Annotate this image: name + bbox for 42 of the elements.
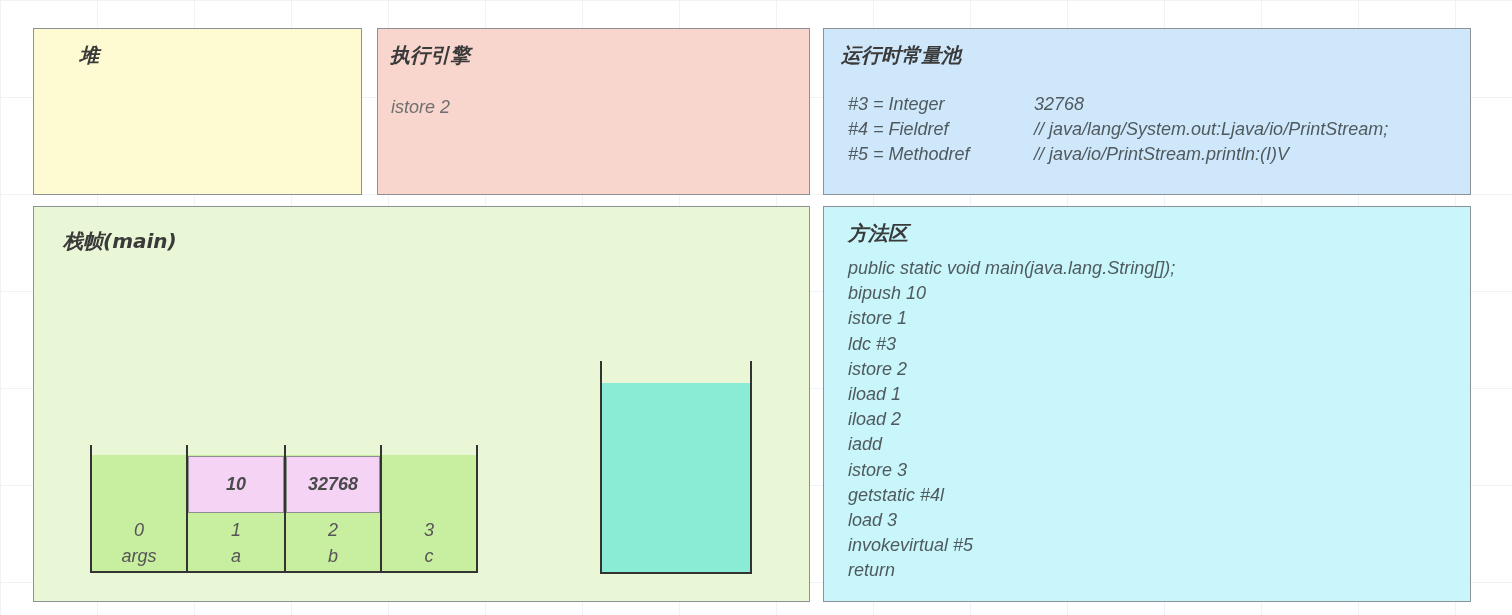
- method-area-panel: [823, 206, 1471, 602]
- local-variable-slot: [284, 445, 380, 573]
- bytecode-instruction: iload 1: [848, 383, 902, 406]
- slot-index: 2: [328, 519, 338, 541]
- constant-pool-value: 32768: [1034, 93, 1085, 116]
- stored-value: 10: [188, 456, 284, 513]
- bytecode-instruction: return: [848, 559, 896, 583]
- bytecode-instruction: iadd: [848, 433, 883, 457]
- bytecode-instruction: istore 3: [848, 458, 908, 482]
- stored-value: 32768: [286, 456, 380, 513]
- bytecode-instruction: bipush 10: [848, 282, 927, 306]
- operand-stack: [600, 361, 752, 574]
- execution-engine-panel: [377, 28, 810, 195]
- bytecode-instruction: public static void main(java.lang.String[]);: [848, 257, 1176, 280]
- variable-name: args: [121, 545, 157, 567]
- current-instruction: istore 2: [391, 96, 451, 119]
- constant-pool-entry: #4 = Fieldref: [848, 118, 949, 141]
- variable-name: a: [231, 545, 241, 567]
- local-variable-slot: [380, 445, 478, 573]
- variable-name: b: [328, 545, 338, 567]
- bytecode-instruction: istore 2: [848, 357, 908, 381]
- bytecode-instruction: load 3: [848, 509, 898, 532]
- variable-name: c: [424, 545, 434, 567]
- slot-index: 1: [231, 519, 241, 541]
- bytecode-instruction: ldc #3: [848, 332, 897, 356]
- slot-index: 3: [424, 519, 434, 541]
- bytecode-instruction: getstatic #4l: [848, 483, 945, 507]
- constant-pool-value: // java/lang/System.out:Ljava/io/PrintStream;: [1034, 118, 1389, 141]
- constant-pool-panel: [823, 28, 1471, 195]
- slot-index: 0: [134, 519, 144, 541]
- local-variable-slot: [186, 445, 284, 573]
- bytecode-instruction: invokevirtual #5: [848, 534, 974, 558]
- panel-heading: 栈帧(main): [63, 228, 177, 254]
- heap-panel: [33, 28, 362, 195]
- stack-frame-panel: [33, 206, 810, 602]
- panel-heading: 运行时常量池: [841, 42, 961, 68]
- constant-pool-entry: #5 = Methodref: [848, 143, 970, 166]
- bytecode-instruction: iload 2: [848, 408, 902, 432]
- local-variable-slot: [90, 445, 186, 573]
- bytecode-instruction: istore 1: [848, 307, 908, 331]
- constant-pool-entry: #3 = Integer: [848, 93, 945, 116]
- constant-pool-value: // java/io/PrintStream.println:(I)V: [1034, 143, 1290, 166]
